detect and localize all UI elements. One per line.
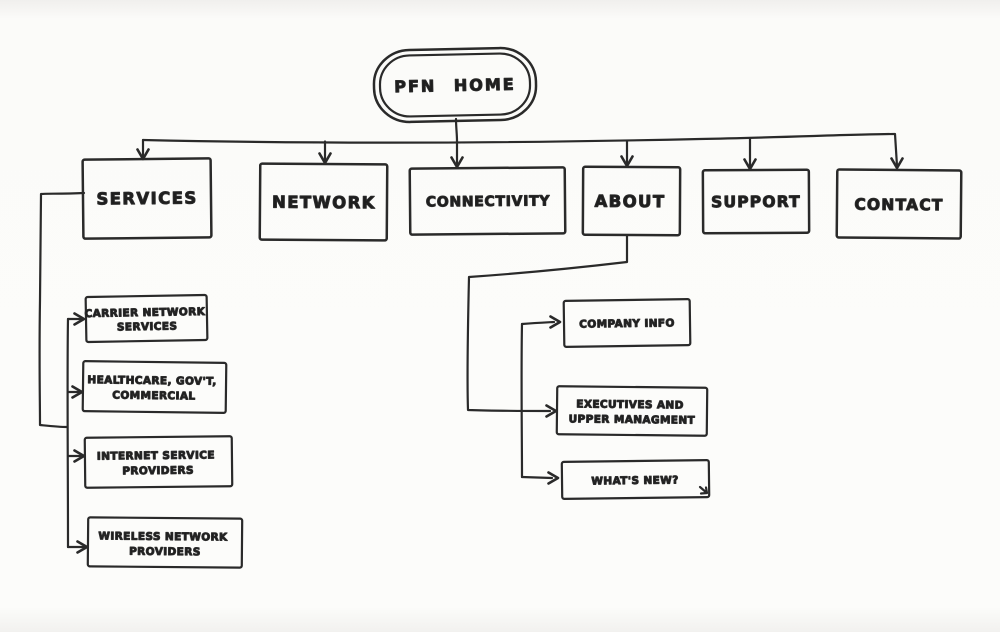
carrier-network-services-box <box>84 293 209 344</box>
services-box <box>81 157 213 240</box>
arrow-right-carrier <box>73 312 86 326</box>
node-healthcare-govt-commercial: HEALTHCARE, GOV'T, COMMERCIAL <box>81 360 228 414</box>
node-services: SERVICES <box>81 157 213 240</box>
pfn-home-outline-outer <box>372 46 538 124</box>
about-box <box>581 165 682 237</box>
pen-mark <box>698 485 709 495</box>
contact-box <box>835 168 963 240</box>
node-support: SUPPORT <box>701 168 811 235</box>
pfn-home-label: PFN HOME <box>394 75 516 97</box>
company-info-label: COMPANY INFO <box>579 317 675 330</box>
whats-new-label: WHAT'S NEW? <box>591 474 678 487</box>
connector-top-rail <box>141 132 899 168</box>
pfn-home-outline-inner <box>378 52 532 118</box>
arrow-right-whatsnew <box>547 471 560 485</box>
network-label: NETWORK <box>272 193 376 213</box>
node-whats-new: WHAT'S NEW? <box>560 459 711 500</box>
connector-branch-companyinfo <box>520 320 556 326</box>
node-executives-upper-management: EXECUTIVES AND UPPER MANAGMENT <box>555 385 709 437</box>
node-company-info: COMPANY INFO <box>562 298 692 348</box>
connector-services-feeder <box>38 191 86 429</box>
healthcare-govt-commercial-box <box>81 360 228 414</box>
wireless-network-providers-box <box>86 516 244 569</box>
node-carrier-network-services: CARRIER NETWORK SERVICES <box>84 293 209 344</box>
support-box <box>701 168 811 235</box>
services-label: SERVICES <box>96 188 197 208</box>
connectivity-label: CONNECTIVITY <box>426 193 551 210</box>
internet-service-providers-label: INTERNET SERVICE PROVIDERS <box>97 449 219 477</box>
about-label: ABOUT <box>594 192 665 211</box>
arrow-down-connectivity <box>450 156 464 169</box>
node-pfn-home: PFN HOME <box>372 46 538 124</box>
node-internet-service-providers: INTERNET SERVICE PROVIDERS <box>83 435 234 489</box>
executives-upper-management-label: EXECUTIVES AND UPPER MANAGMENT <box>569 398 696 426</box>
node-contact: CONTACT <box>835 168 963 240</box>
network-box <box>258 162 389 242</box>
healthcare-govt-commercial-label: HEALTHCARE, GOV'T, COMMERCIAL <box>87 374 221 403</box>
connector-about-feeder <box>466 234 629 413</box>
company-info-box <box>562 298 692 348</box>
arrow-down-contact <box>890 157 904 170</box>
contact-label: CONTACT <box>854 196 943 215</box>
whats-new-box <box>560 459 711 500</box>
connector-branch-whatsnew <box>520 475 554 480</box>
node-network: NETWORK <box>258 162 389 242</box>
arrow-right-companyinfo <box>549 315 562 329</box>
connectivity-box <box>408 166 567 236</box>
carrier-network-services-label: CARRIER NETWORK SERVICES <box>84 306 209 334</box>
connector-root-stem <box>454 117 459 143</box>
internet-service-providers-box <box>83 435 234 489</box>
node-about: ABOUT <box>581 165 682 237</box>
node-connectivity: CONNECTIVITY <box>408 166 567 236</box>
executives-upper-management-box <box>555 385 709 437</box>
support-label: SUPPORT <box>711 193 801 211</box>
connector-lines <box>38 117 899 549</box>
wireless-network-providers-label: WIRELESS NETWORK PROVIDERS <box>98 530 231 558</box>
node-wireless-network-providers: WIRELESS NETWORK PROVIDERS <box>86 516 244 569</box>
